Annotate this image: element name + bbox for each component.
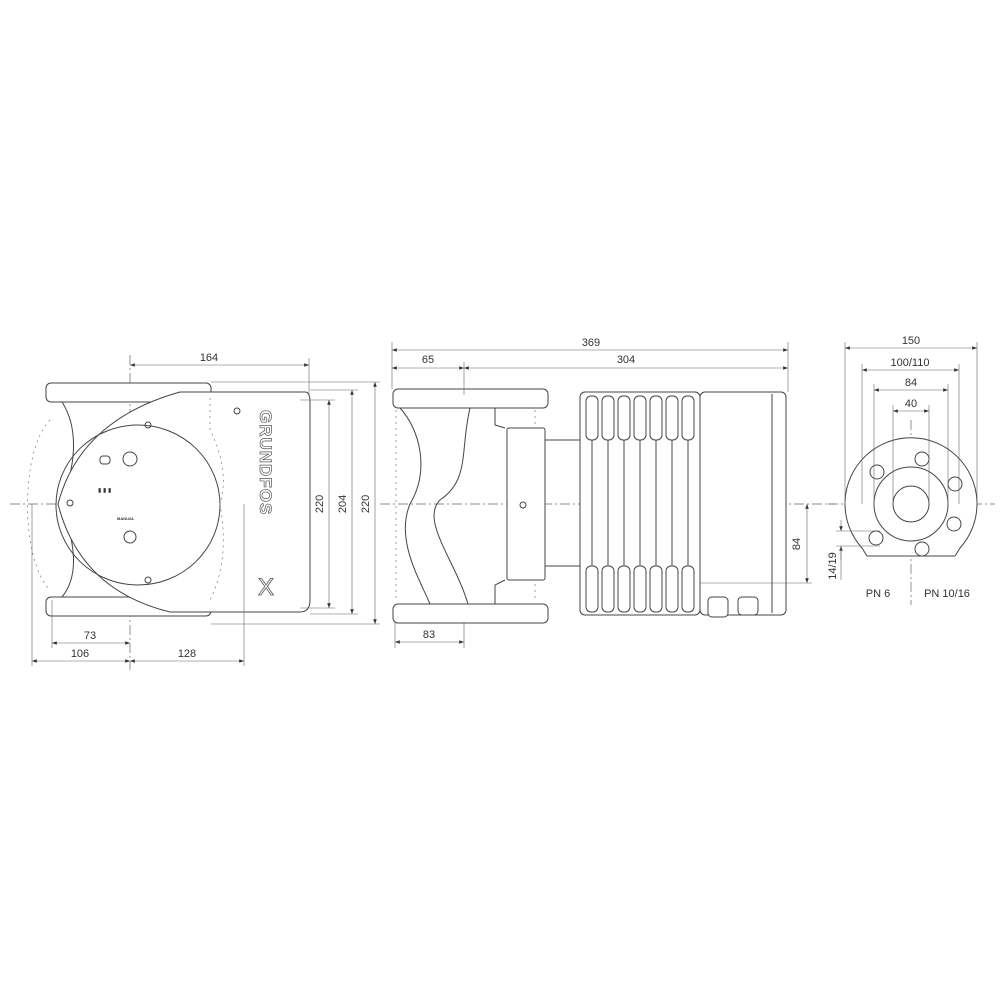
bolt-hole [946,516,962,532]
front-dimensions: 164 220 204 220 73 106 128 [31,352,380,666]
pump-volute [399,407,471,605]
dim-84: 84 [791,538,803,550]
dim-73: 73 [84,630,96,642]
mode-indicators: ▮ ▮ ▮ [98,488,111,494]
flange-outline [844,437,978,557]
screw-icon [144,576,152,584]
dim-14-19: 14/19 [827,552,839,580]
indicator-light-icon [122,451,138,467]
dim-204: 204 [337,495,349,513]
screw-icon [144,421,152,429]
screw-icon [233,407,241,415]
bottom-flange [392,603,549,624]
screw-icon [66,499,74,507]
terminal-box [699,391,787,616]
side-view: 369 65 304 84 83 [380,337,835,648]
dim-304: 304 [617,354,635,366]
brand-logo-x-icon: X [258,574,274,601]
dim-220-inner: 220 [314,495,326,513]
dim-40: 40 [905,398,917,410]
vent-screw-icon [519,501,527,509]
flange-dimensions: 150 100/110 84 40 14/19 [827,335,978,580]
cooling-fins [585,395,695,613]
cable-gland [737,596,759,616]
panel-label: MANUAL [117,516,135,521]
front-view: ▮ ▮ ▮ MANUAL GRUNDFOS X 164 220 204 220 … [10,352,380,670]
side-dimensions: 369 65 304 84 83 [391,337,812,648]
dim-100-110: 100/110 [891,357,930,369]
dim-84: 84 [905,377,917,389]
cable-gland [707,596,729,618]
bolt-hole [869,464,885,480]
flange-view: 150 100/110 84 40 14/19 PN 6 PN 10/16 [827,335,995,605]
dim-65: 65 [422,354,434,366]
label-pn6: PN 6 [866,588,890,600]
brand-logo: GRUNDFOS [256,410,275,515]
label-pn10-16: PN 10/16 [924,588,970,600]
top-flange [392,388,549,409]
button-icon [99,455,111,465]
dim-369: 369 [582,337,600,349]
dim-150: 150 [902,335,920,347]
knob-icon [123,530,137,544]
dim-164: 164 [200,352,218,364]
dim-83: 83 [423,629,435,641]
dim-220-outer: 220 [360,495,372,513]
bolt-hole [914,541,930,557]
dim-106: 106 [71,648,89,660]
dim-128: 128 [178,648,196,660]
